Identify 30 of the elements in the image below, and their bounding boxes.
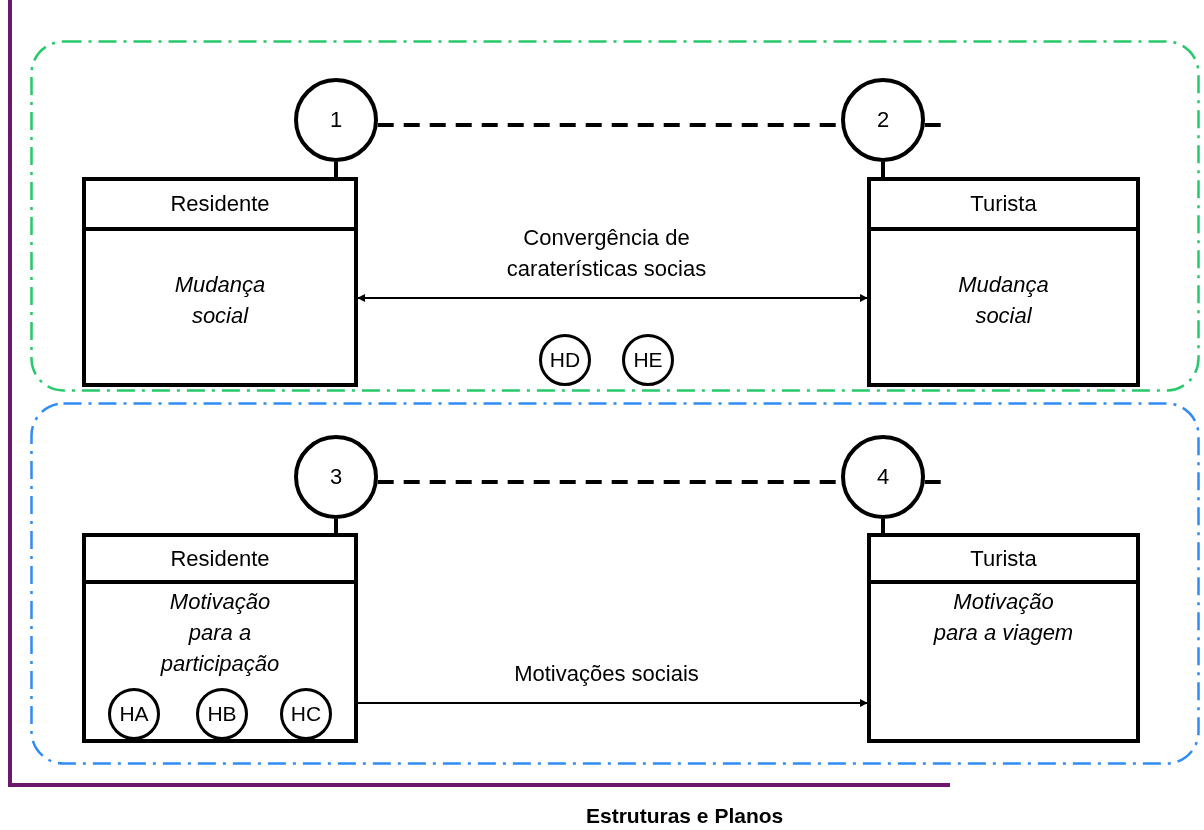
numbered-circle: 3 bbox=[294, 435, 378, 519]
numbered-circle: 4 bbox=[841, 435, 925, 519]
group-region bbox=[30, 40, 1200, 392]
hypothesis-circle: HE bbox=[622, 334, 674, 386]
group-region bbox=[30, 402, 1200, 765]
numbered-circle: 1 bbox=[294, 78, 378, 162]
box-heading: Turista bbox=[871, 537, 1136, 584]
hypothesis-circle: HC bbox=[280, 688, 332, 740]
hypothesis-circle: HD bbox=[539, 334, 591, 386]
box-heading: Turista bbox=[871, 181, 1136, 231]
numbered-circle: 2 bbox=[841, 78, 925, 162]
connector-line bbox=[334, 519, 338, 533]
process-box bbox=[82, 177, 358, 387]
process-box bbox=[867, 177, 1140, 387]
arrow bbox=[357, 699, 868, 707]
connector-line bbox=[881, 519, 885, 533]
box-heading: Residente bbox=[86, 537, 354, 584]
box-text: Mudança social bbox=[957, 271, 1050, 330]
box-heading: Residente bbox=[86, 181, 354, 231]
process-box bbox=[867, 533, 1140, 743]
double-arrow bbox=[357, 294, 868, 302]
box-text: Motivação para a participação bbox=[159, 588, 281, 678]
axis-title: Estruturas e Planos bbox=[586, 804, 784, 828]
process-box bbox=[82, 533, 358, 743]
hypothesis-circle: HB bbox=[196, 688, 248, 740]
box-text: Mudança social bbox=[173, 271, 267, 330]
box-text: Motivação para a viagem bbox=[932, 588, 1075, 647]
connector-line bbox=[334, 162, 338, 177]
connector-line bbox=[881, 162, 885, 177]
hypothesis-circle: HA bbox=[108, 688, 160, 740]
